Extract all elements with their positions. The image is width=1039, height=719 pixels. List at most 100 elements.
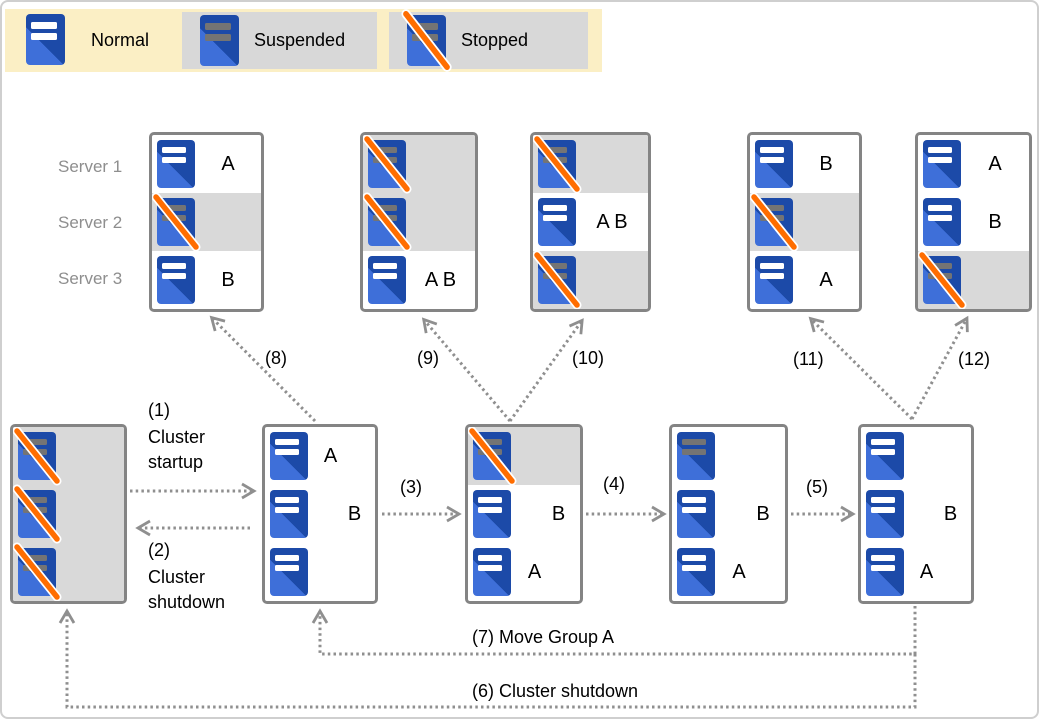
server-row-3: A [750,251,859,309]
server-row-2: B [468,485,580,543]
server-normal-icon [866,490,904,538]
server-row-2 [363,192,475,252]
server-row-3: A [468,543,580,601]
stop-slash-icon [363,135,412,194]
legend-label-normal: Normal [91,30,150,50]
group-label: A [323,444,338,467]
server-row-2 [750,192,859,252]
group-label: A [221,152,235,175]
arrow-4-label: (4) [603,474,625,494]
server-stopped-icon [13,427,62,486]
server-row-3: A [672,543,785,601]
cluster-box-t3: A B [530,132,651,312]
group-label: A [919,560,934,583]
group-label: B [943,502,958,525]
server-1-label: Server 1 [58,157,123,176]
server-stopped-icon [152,192,201,252]
server-2-label: Server 2 [58,213,123,232]
arrow-1-caption: Cluster startup [148,427,206,472]
server-row-2: B [918,193,1029,251]
server-row-1: A [152,135,261,193]
group-label: B [221,268,235,291]
stop-slash-icon [533,135,582,194]
arrow-12-label: (12) [958,349,991,369]
group-label: A [732,560,746,583]
group-label: A B [596,210,628,233]
server-normal-icon [755,256,793,304]
server-row-1 [533,135,648,194]
arrow-7-label: (7) Move Group A [472,627,615,647]
server-row-3 [13,542,124,601]
legend: Normal Suspended Stopped [5,9,602,72]
stop-slash-icon [363,192,412,252]
arrow-9-label: (9) [417,348,439,368]
server-normal-icon [270,490,308,538]
legend-item-suspended: Suspended [182,12,377,69]
stop-slash-icon [533,250,582,309]
server-row-2 [13,484,124,544]
server-row-3: A [861,543,971,601]
cluster-box-b1 [10,424,127,604]
legend-item-stopped: Stopped [389,9,588,72]
server-row-1 [468,427,580,486]
group-label: A [988,152,1002,175]
arrow-10-label: (10) [572,348,605,368]
server-normal-icon [923,140,961,188]
server-stopped-icon [13,484,62,544]
server-row-1: B [750,135,859,193]
server-stopped-icon [363,135,412,194]
server-stopped-icon [533,250,582,309]
stop-slash-icon [152,192,201,252]
arrow-5-label: (5) [806,477,828,497]
arrow-2-caption: Cluster shutdown [148,567,226,612]
group-label: B [819,152,833,175]
arrow-3-label: (3) [400,477,422,497]
stop-slash-icon [750,192,799,252]
cluster-box-t2: A B [360,132,478,312]
server-stopped-icon [13,542,62,601]
stop-slash-icon [13,484,62,544]
server-row-1: A [265,427,375,485]
server-row-2: B [861,485,971,543]
server-normal-icon [157,256,195,304]
server-suspended-icon [200,15,239,66]
server-row-2 [152,192,261,252]
group-label: B [551,502,566,525]
server-normal-icon [677,490,715,538]
server-normal-icon [26,14,65,65]
legend-label-suspended: Suspended [254,30,346,50]
stop-slash-icon [918,250,967,309]
stop-slash-icon [13,542,62,601]
server-stopped-icon [401,9,452,72]
arrow-7-move-group-a [311,606,917,656]
server-normal-icon [157,140,195,188]
server-suspended-icon [677,432,715,480]
arrow-8 [209,315,317,423]
server-normal-icon [866,432,904,480]
legend-icon-slot [200,15,239,66]
group-label: B [988,210,1002,233]
legend-item-normal: Normal [19,12,179,69]
server-normal-icon [270,548,308,596]
server-3-label: Server 3 [58,269,123,288]
server-stopped-icon [750,192,799,252]
server-stopped-icon [468,427,517,486]
server-normal-icon [866,548,904,596]
arrow-6-label: (6) Cluster shutdown [472,681,639,701]
server-normal-icon [923,198,961,246]
server-row-2: A B [533,193,648,251]
arrow-11 [808,316,914,421]
server-row-3 [265,543,375,601]
arrow-11-label: (11) [793,349,824,369]
server-stopped-icon [533,135,582,194]
server-row-2: B [672,485,785,543]
server-row-1 [13,427,124,486]
group-label: A B [424,268,457,291]
legend-label-stopped: Stopped [461,30,529,50]
